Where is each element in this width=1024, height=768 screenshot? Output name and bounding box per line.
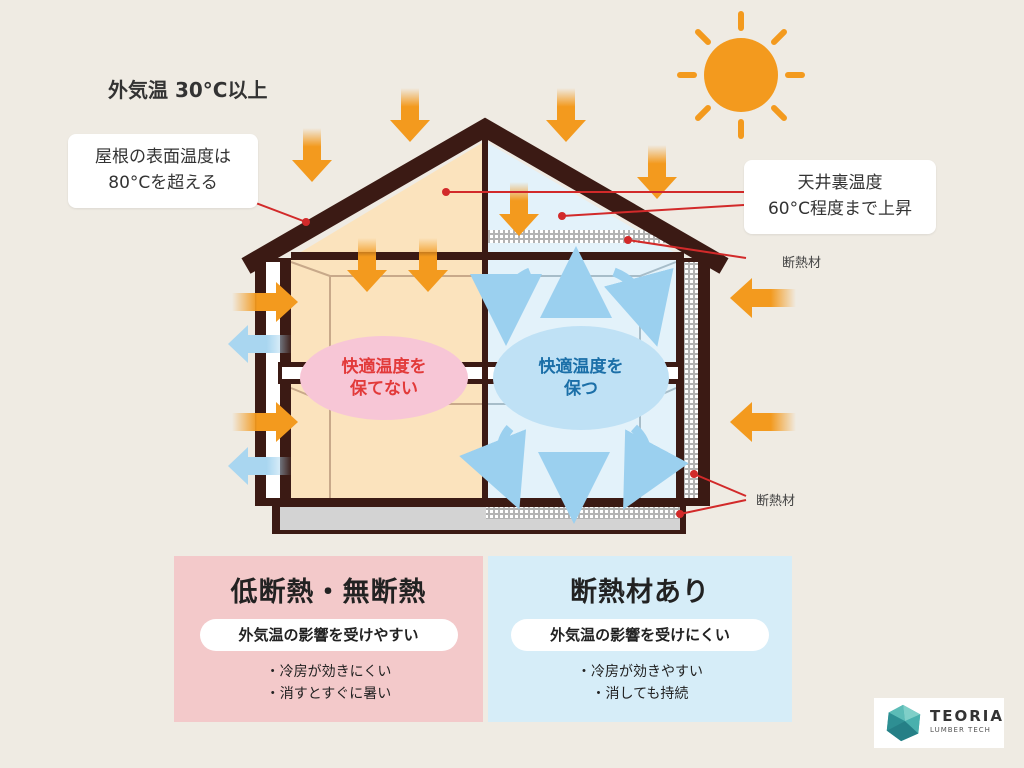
pointer-dots <box>302 188 698 518</box>
left-half-interior <box>290 143 482 500</box>
insulated-subtitle: 外気温の影響を受けにくい <box>511 619 769 651</box>
insulated-panel: 断熱材あり 外気温の影響を受けにくい ・冷房が効きやすい ・消しても持続 <box>488 556 792 722</box>
logo-text: TEORIA LUMBER TECH <box>930 709 1004 737</box>
list-item: ・消しても持続 <box>591 686 689 702</box>
logo-name: TEORIA <box>930 707 1004 725</box>
uncomfortable-line-2: 保てない <box>350 379 418 399</box>
attic-temperature-line-1: 天井裏温度 <box>797 173 883 193</box>
list-item: ・冷房が効きやすい <box>577 664 703 680</box>
uncomfortable-label: 快適温度を 保てない <box>314 356 454 400</box>
uncomfortable-line-1: 快適温度を <box>341 357 427 377</box>
comfortable-line-1: 快適温度を <box>538 357 624 377</box>
attic-temperature-line-2: 60°C程度まで上昇 <box>767 199 912 219</box>
sun-icon <box>677 11 805 139</box>
insulation-label-bottom: 断熱材 <box>756 494 796 509</box>
roof-surface-line-1: 屋根の表面温度は <box>95 147 231 167</box>
attic-temperature-callout: 天井裏温度 60°C程度まで上昇 <box>744 160 936 234</box>
insulated-list: ・冷房が効きやすい ・消しても持続 <box>488 661 792 705</box>
pointer-lines <box>247 191 747 515</box>
outside-temperature-label: 外気温 30°C以上 <box>108 78 268 102</box>
low-insulation-subtitle: 外気温の影響を受けやすい <box>199 619 458 651</box>
insulated-title: 断熱材あり <box>570 577 710 608</box>
low-insulation-title: 低断熱・無断熱 <box>230 577 427 608</box>
list-item: ・消すとすぐに暑い <box>265 686 392 702</box>
teoria-logo: TEORIA LUMBER TECH <box>874 698 1004 748</box>
comfortable-zone <box>493 326 669 430</box>
comfortable-label: 快適温度を 保つ <box>511 356 651 400</box>
list-item: ・冷房が効きにくい <box>265 664 392 680</box>
wall-heat-arrows-right <box>730 278 796 442</box>
air-circulation-arrows <box>459 246 689 524</box>
insulation-label-top: 断熱材 <box>782 256 822 271</box>
roof-surface-callout: 屋根の表面温度は 80°Cを超える <box>68 134 258 208</box>
logo-tagline: LUMBER TECH <box>930 726 991 734</box>
polygon-logo-icon <box>886 704 921 742</box>
uncomfortable-zone <box>300 336 468 420</box>
comfortable-line-2: 保つ <box>564 379 598 399</box>
low-insulation-panel: 低断熱・無断熱 外気温の影響を受けやすい ・冷房が効きにくい ・消すとすぐに暑い <box>174 556 483 722</box>
roof-surface-line-2: 80°Cを超える <box>108 173 218 193</box>
low-insulation-list: ・冷房が効きにくい ・消すとすぐに暑い <box>174 661 483 705</box>
